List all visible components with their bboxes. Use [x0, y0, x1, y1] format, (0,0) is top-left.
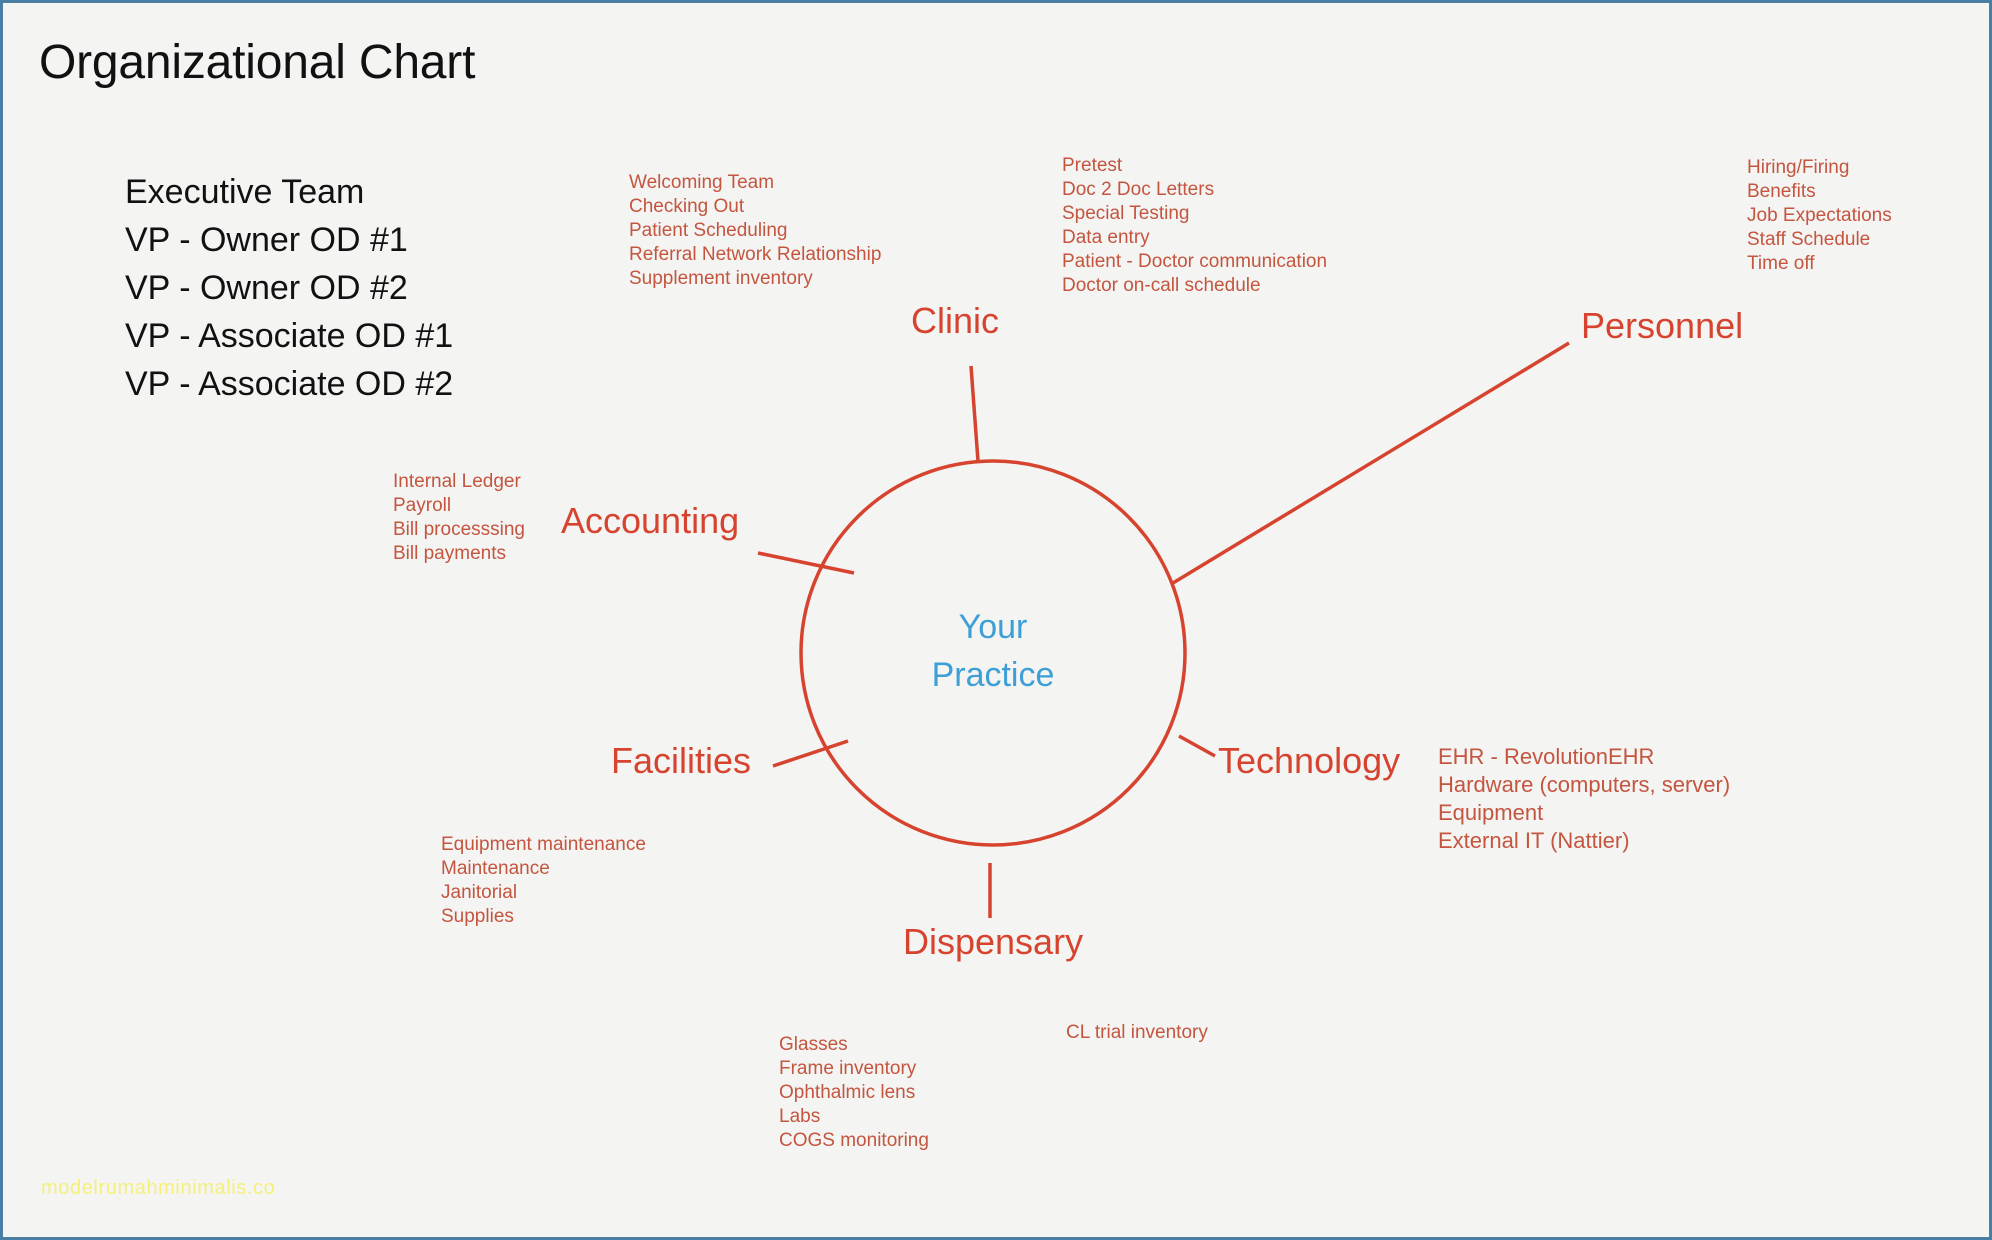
executive-team-heading: Executive Team: [125, 173, 365, 211]
detail-item: Data entry: [1062, 227, 1150, 248]
detail-item: Referral Network Relationship: [629, 244, 882, 265]
detail-item: Welcoming Team: [629, 172, 775, 193]
detail-item: External IT (Nattier): [1438, 828, 1630, 853]
detail-item: Doc 2 Doc Letters: [1062, 179, 1215, 200]
detail-list-clinic-primary: Welcoming Team Checking Out Patient Sche…: [629, 171, 881, 291]
detail-item: Janitorial: [441, 882, 518, 903]
detail-item: Glasses: [779, 1034, 848, 1055]
detail-list-dispensary-cl: CL trial inventory: [1066, 1021, 1208, 1045]
detail-item: Doctor on-call schedule: [1062, 275, 1261, 296]
watermark: modelrumahminimalis.co: [41, 1177, 276, 1199]
connector-personnel: [1172, 341, 1570, 585]
executive-team-member: VP - Owner OD #1: [125, 221, 408, 259]
detail-item: EHR - RevolutionEHR: [1438, 744, 1655, 769]
detail-item: Pretest: [1062, 155, 1123, 176]
node-label-technology[interactable]: Technology: [1218, 740, 1401, 781]
center-node-line-1: Your: [958, 608, 1028, 646]
executive-team-member: VP - Associate OD #2: [125, 365, 454, 403]
detail-list-clinic-secondary: Pretest Doc 2 Doc Letters Special Testin…: [1062, 154, 1327, 298]
detail-item: Ophthalmic lens: [779, 1082, 916, 1103]
detail-item: Bill processsing: [393, 519, 525, 540]
detail-item: Patient Scheduling: [629, 220, 788, 241]
node-label-facilities[interactable]: Facilities: [611, 740, 752, 781]
detail-item: Benefits: [1747, 181, 1816, 202]
detail-item: Equipment maintenance: [441, 834, 646, 855]
center-circle: [799, 459, 1187, 847]
node-label-clinic[interactable]: Clinic: [911, 300, 1000, 341]
detail-item: Time off: [1747, 253, 1815, 274]
connector-technology: [1178, 734, 1216, 758]
detail-item: Special Testing: [1062, 203, 1190, 224]
detail-list-personnel: Hiring/Firing Benefits Job Expectations …: [1747, 156, 1892, 276]
diagram-connectors-layer: [757, 341, 1570, 918]
detail-item: Staff Schedule: [1747, 229, 1871, 250]
node-label-accounting[interactable]: Accounting: [561, 500, 740, 541]
detail-item: COGS monitoring: [779, 1130, 929, 1151]
detail-list-technology: EHR - RevolutionEHR Hardware (computers,…: [1438, 743, 1730, 855]
detail-item: Supplement inventory: [629, 268, 813, 289]
connector-facilities: [772, 739, 849, 768]
executive-team-member: VP - Owner OD #2: [125, 269, 408, 307]
detail-list-accounting: Internal Ledger Payroll Bill processsing…: [393, 470, 525, 566]
page-title: Organizational Chart: [39, 36, 476, 89]
detail-item: Bill payments: [393, 543, 506, 564]
detail-item: Hiring/Firing: [1747, 157, 1850, 178]
detail-item: Payroll: [393, 495, 452, 516]
detail-item: Frame inventory: [779, 1058, 917, 1079]
detail-item: Equipment: [1438, 800, 1544, 825]
detail-list-facilities: Equipment maintenance Maintenance Janito…: [441, 833, 646, 929]
detail-item: Supplies: [441, 906, 514, 927]
detail-item: Job Expectations: [1747, 205, 1892, 226]
center-node-line-2: Practice: [931, 656, 1055, 694]
center-node-label: Your Practice: [863, 603, 1123, 699]
detail-item: CL trial inventory: [1066, 1022, 1208, 1043]
detail-list-dispensary: Glasses Frame inventory Ophthalmic lens …: [779, 1033, 929, 1153]
executive-team-block: Executive Team VP - Owner OD #1 VP - Own…: [125, 168, 453, 408]
detail-item: Internal Ledger: [393, 471, 521, 492]
node-label-personnel[interactable]: Personnel: [1581, 305, 1744, 346]
detail-item: Labs: [779, 1106, 821, 1127]
detail-item: Hardware (computers, server): [1438, 772, 1731, 797]
connector-accounting: [757, 551, 855, 575]
detail-item: Patient - Doctor communication: [1062, 251, 1328, 272]
detail-item: Maintenance: [441, 858, 550, 879]
node-label-dispensary[interactable]: Dispensary: [903, 921, 1084, 962]
executive-team-member: VP - Associate OD #1: [125, 317, 454, 355]
detail-item: Checking Out: [629, 196, 745, 217]
connector-clinic: [969, 365, 980, 462]
